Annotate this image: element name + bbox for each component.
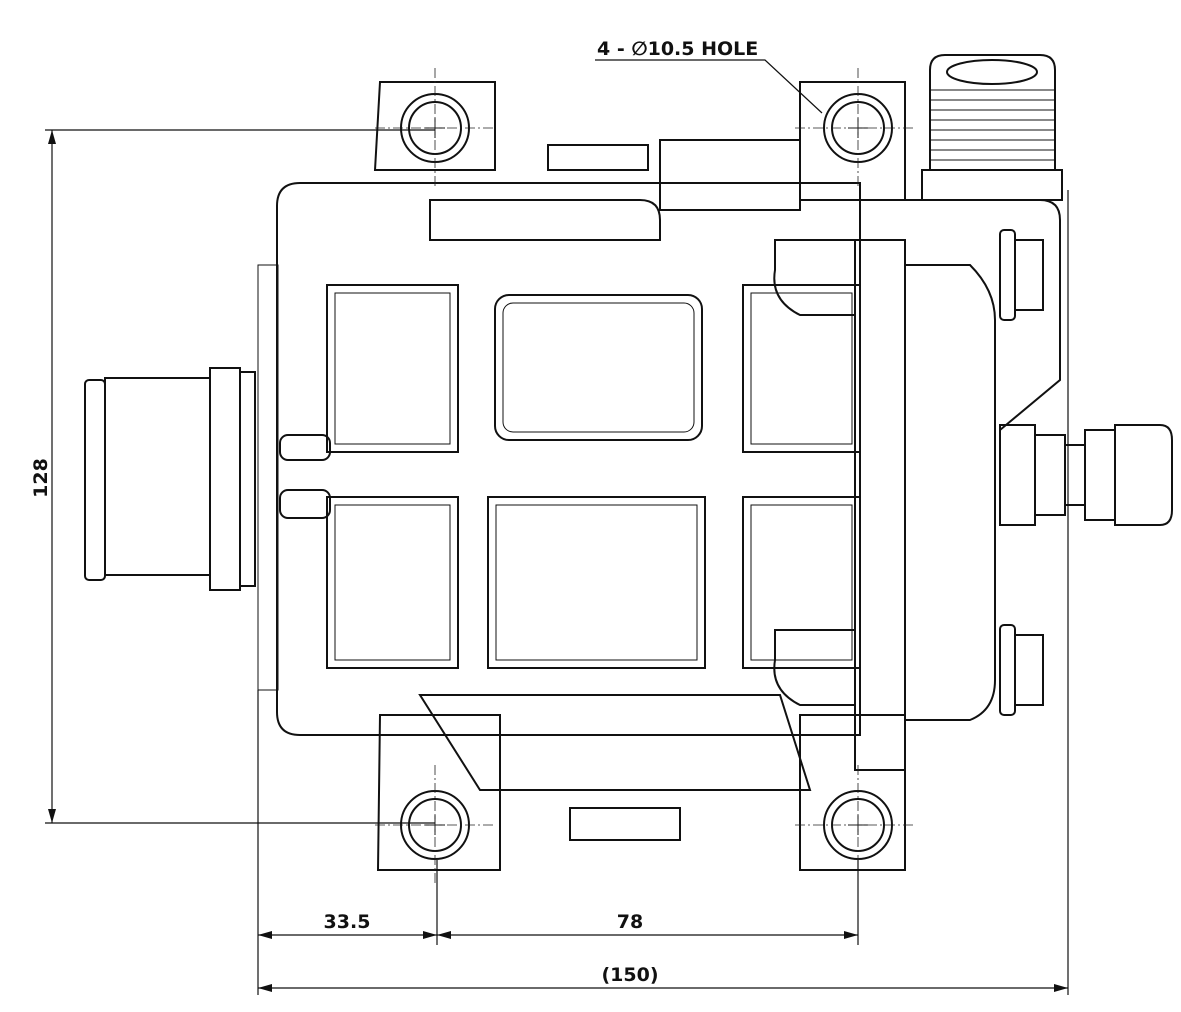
compressor-body (257, 81, 906, 871)
rear-head (773, 199, 1061, 771)
hole-callout: 4 - ∅10.5 HOLE (597, 38, 758, 60)
hole-spacing-label: 78 (617, 911, 643, 933)
body-windows (279, 284, 861, 669)
height-dimension-label: 128 (30, 458, 52, 498)
suction-fitting (921, 54, 1063, 201)
discharge-fitting (999, 424, 1173, 526)
mounting-holes (375, 68, 915, 885)
clutch-shaft (84, 367, 256, 591)
dimension-lines (45, 59, 1069, 995)
overall-length-label: (150) (601, 964, 658, 986)
left-offset-label: 33.5 (324, 911, 371, 933)
